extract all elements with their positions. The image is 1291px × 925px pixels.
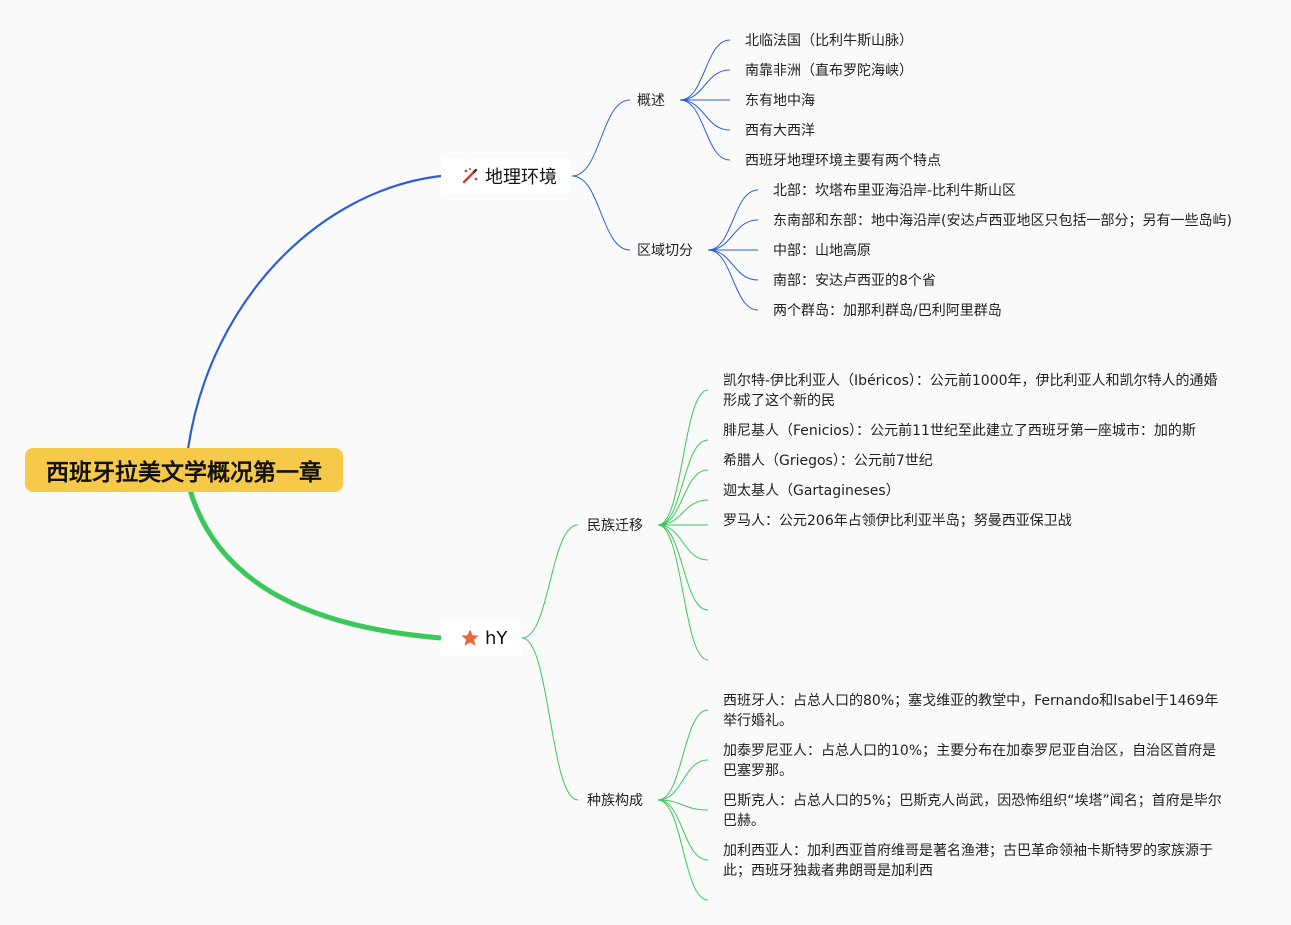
leaf-ethnic-4[interactable]: 加利西亚人：加利西亚首府维哥是著名渔港；古巴革命领袖卡斯特罗的家族源于此；西班牙… bbox=[723, 843, 1213, 879]
link-overview-leaf-4 bbox=[679, 99, 731, 131]
leaf-overview-4[interactable]: 西有大西洋 bbox=[745, 123, 815, 139]
link-region-leaf-5 bbox=[707, 249, 759, 311]
leaf-region-1[interactable]: 北部：坎塔布里亚海沿岸-比利牛斯山区 bbox=[773, 183, 1017, 199]
leaf-migration-5[interactable]: 罗马人：公元206年占领伊比利亚半岛；努曼西亚保卫战 bbox=[723, 513, 1072, 529]
leaf-region-3[interactable]: 中部：山地高原 bbox=[773, 243, 871, 259]
leaf-ethnic-1[interactable]: 西班牙人：占总人口的80%；塞戈维亚的教堂中，Fernando和Isabel于1… bbox=[723, 693, 1219, 729]
magic-wand-icon bbox=[459, 165, 481, 187]
leaf-region-5[interactable]: 两个群岛：加那利群岛/巴利阿里群岛 bbox=[773, 303, 1002, 319]
leaf-region-2[interactable]: 东南部和东部：地中海沿岸(安达卢西亚地区只包括一部分；另有一些岛屿) bbox=[773, 213, 1232, 229]
link-ethnic-leaf-4 bbox=[657, 799, 709, 861]
leaf-migration-1[interactable]: 凯尔特-伊比利亚人（Ibéricos）：公元前1000年，伊比利亚人和凯尔特人的… bbox=[723, 373, 1218, 409]
link-hy-ethnic bbox=[521, 637, 579, 801]
leaf-migration-2[interactable]: 腓尼基人（Fenicios）：公元前11世纪至此建立了西班牙第一座城市：加的斯 bbox=[723, 423, 1196, 439]
link-region-leaf-4 bbox=[707, 249, 759, 281]
root-title: 西班牙拉美文学概况第一章 bbox=[46, 460, 322, 486]
star-icon bbox=[459, 627, 481, 649]
link-overview-leaf-1 bbox=[679, 39, 731, 101]
branch-hy[interactable]: hY bbox=[441, 621, 522, 655]
link-overview-leaf-5 bbox=[679, 99, 731, 161]
leaf-overview-5[interactable]: 西班牙地理环境主要有两个特点 bbox=[745, 153, 941, 169]
link-hy-migration bbox=[521, 524, 579, 639]
link-root-hy bbox=[187, 489, 442, 641]
link-geo-regions bbox=[571, 175, 631, 251]
leaf-migration-3[interactable]: 希腊人（Griegos）：公元前7世纪 bbox=[723, 453, 933, 469]
subtopic-migration[interactable]: 民族迁移 bbox=[587, 518, 643, 534]
leaf-overview-1[interactable]: 北临法国（比利牛斯山脉） bbox=[745, 33, 913, 49]
hy-links bbox=[521, 389, 709, 901]
subtopic-regions[interactable]: 区域切分 bbox=[637, 243, 693, 259]
link-migration-leaf-3 bbox=[657, 469, 709, 526]
leaf-ethnic-3[interactable]: 巴斯克人：占总人口的5%；巴斯克人尚武，因恐怖组织“埃塔”闻名；首府是毕尔巴赫。 bbox=[723, 793, 1222, 829]
link-region-leaf-1 bbox=[707, 189, 759, 251]
link-region-leaf-2 bbox=[707, 219, 759, 251]
leaf-migration-4[interactable]: 迦太基人（Gartagineses） bbox=[723, 483, 900, 499]
link-geo-overview bbox=[571, 99, 631, 177]
link-root-geo bbox=[186, 174, 442, 450]
branch-hy-label: hY bbox=[485, 627, 508, 649]
leaf-ethnic-2[interactable]: 加泰罗尼亚人：占总人口的10%；主要分布在加泰罗尼亚自治区，自治区首府是巴塞罗那… bbox=[723, 743, 1217, 779]
subtopic-overview[interactable]: 概述 bbox=[637, 93, 665, 109]
link-ethnic-leaf-3 bbox=[657, 799, 709, 811]
link-migration-leaf-8 bbox=[657, 524, 709, 661]
link-migration-leaf-7 bbox=[657, 524, 709, 611]
link-ethnic-leaf-5 bbox=[657, 799, 709, 901]
link-migration-leaf-4 bbox=[657, 499, 709, 526]
leaf-overview-2[interactable]: 南靠非洲（直布罗陀海峡） bbox=[745, 63, 913, 79]
geo-links bbox=[571, 39, 759, 311]
leaf-overview-3[interactable]: 东有地中海 bbox=[745, 93, 815, 109]
leaf-region-4[interactable]: 南部：安达卢西亚的8个省 bbox=[773, 273, 936, 289]
link-overview-leaf-2 bbox=[679, 69, 731, 101]
link-migration-leaf-2 bbox=[657, 439, 709, 526]
branch-geography-label: 地理环境 bbox=[485, 167, 557, 188]
link-ethnic-leaf-2 bbox=[657, 759, 709, 801]
subtopic-ethnic-composition[interactable]: 种族构成 bbox=[587, 793, 643, 809]
branch-geography[interactable]: 地理环境 bbox=[441, 159, 571, 193]
link-migration-leaf-1 bbox=[657, 389, 709, 526]
root-topic[interactable]: 西班牙拉美文学概况第一章 bbox=[25, 448, 343, 492]
link-ethnic-leaf-1 bbox=[657, 709, 709, 801]
link-migration-leaf-6 bbox=[657, 524, 709, 561]
